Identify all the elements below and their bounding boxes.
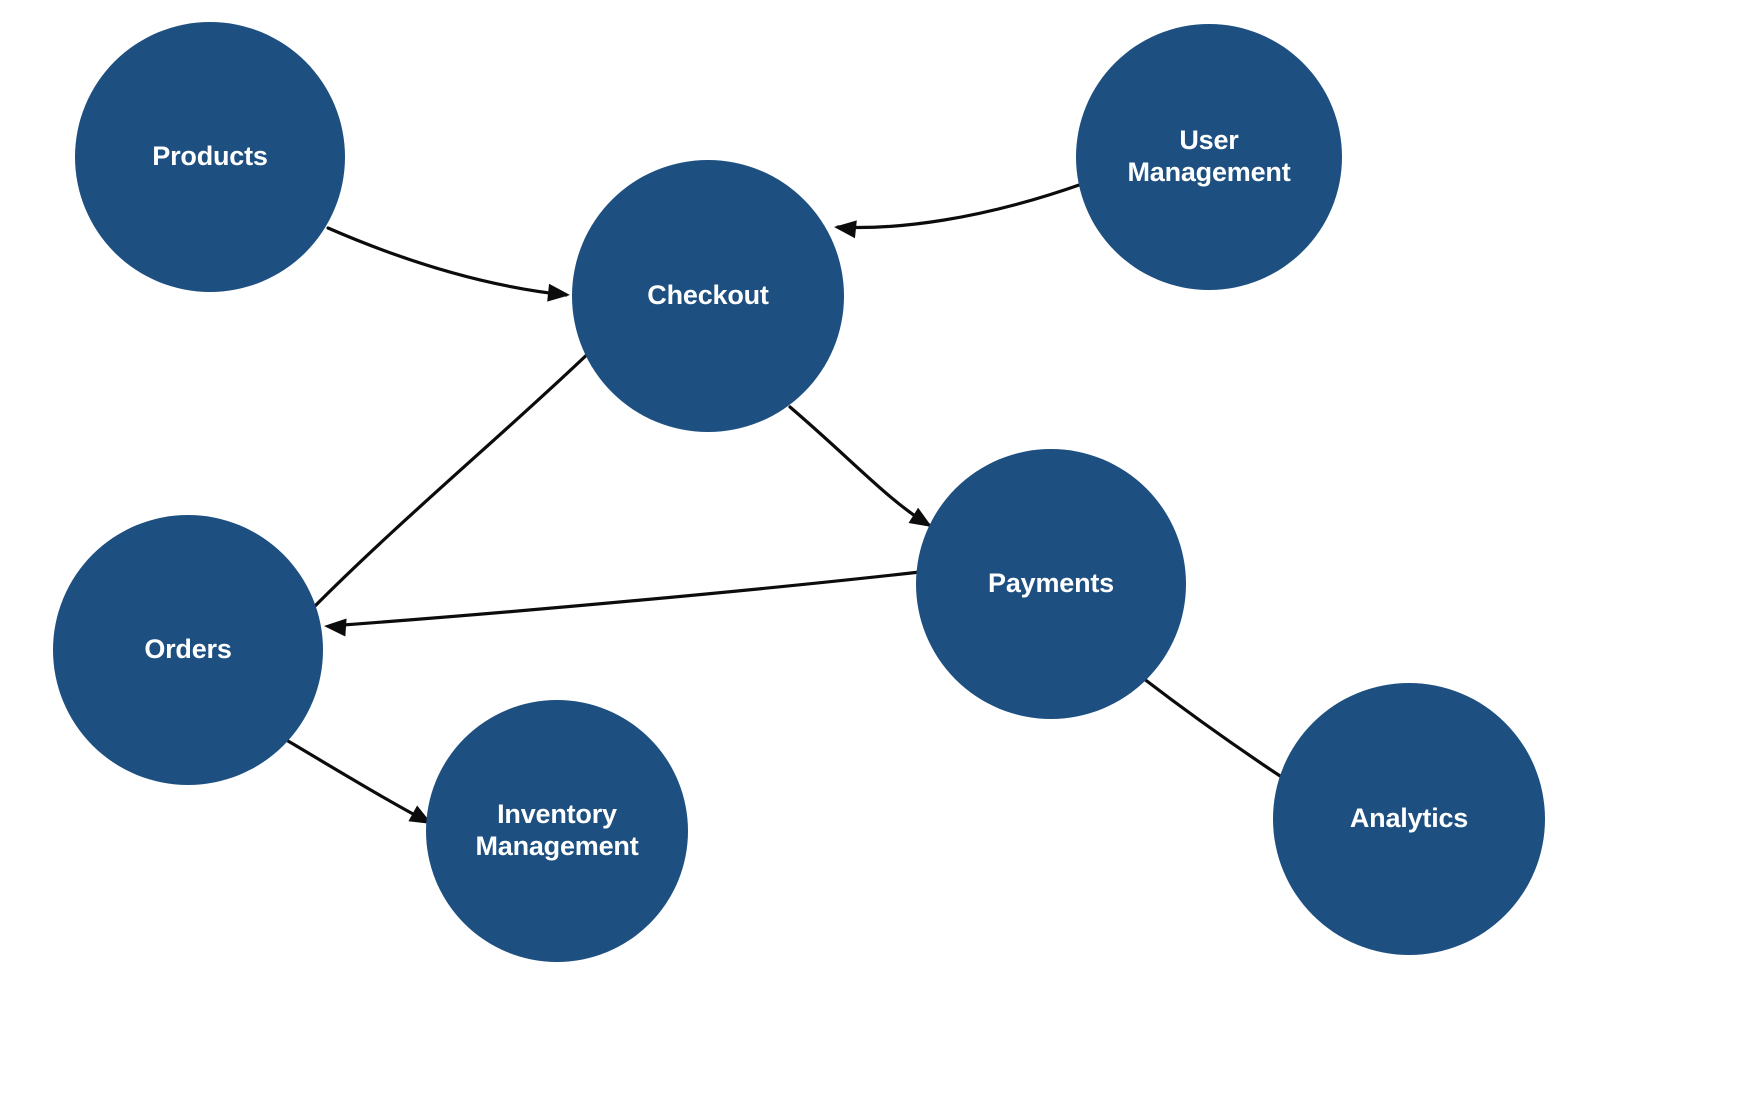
edge-path <box>788 405 931 527</box>
edge-checkout-payments[interactable] <box>788 405 937 535</box>
node-label: User Management <box>1127 125 1291 187</box>
node-label: Payments <box>988 568 1114 599</box>
edge-path <box>326 226 568 297</box>
node-checkout[interactable]: Checkout <box>572 160 844 432</box>
edge-path <box>310 343 599 611</box>
node-payments[interactable]: Payments <box>916 449 1186 719</box>
arrow-head-icon <box>834 220 857 239</box>
node-inventory-management[interactable]: Inventory Management <box>426 700 688 962</box>
edge-payments-orders[interactable] <box>323 570 922 637</box>
arrow-head-icon <box>908 507 932 527</box>
node-label: Analytics <box>1349 803 1469 834</box>
edge-products-checkout[interactable] <box>326 226 571 304</box>
node-analytics[interactable]: Analytics <box>1273 683 1545 955</box>
edge-orders-inventory-management[interactable] <box>281 736 436 832</box>
node-label: Orders <box>144 634 232 665</box>
edge-checkout-orders[interactable] <box>290 343 599 615</box>
node-products[interactable]: Products <box>75 22 345 292</box>
node-label: Products <box>152 141 268 172</box>
edge-user-management-checkout[interactable] <box>833 182 1084 239</box>
edge-path <box>328 570 922 628</box>
node-orders[interactable]: Orders <box>53 515 323 785</box>
arrow-head-icon <box>547 283 570 302</box>
node-label: Inventory Management <box>475 799 639 861</box>
edge-path <box>836 182 1084 230</box>
arrow-head-icon <box>324 618 347 637</box>
node-label: Checkout <box>647 280 769 311</box>
edge-path <box>281 736 430 824</box>
node-user-management[interactable]: User Management <box>1076 24 1342 290</box>
